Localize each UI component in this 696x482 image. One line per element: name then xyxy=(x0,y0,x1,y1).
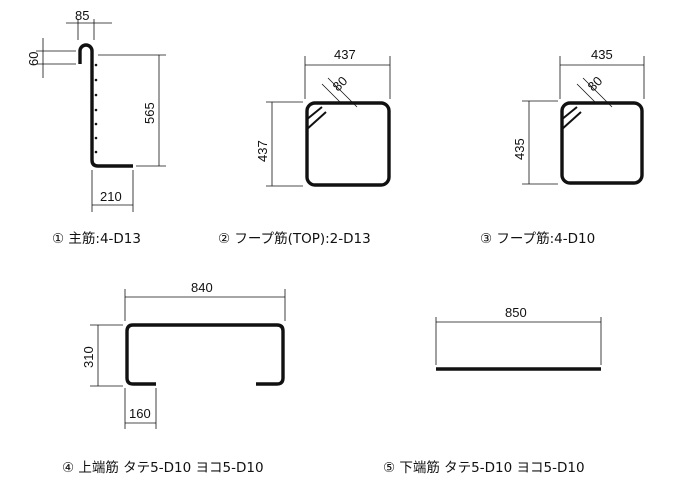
dim-bottom-bar-length: 850 xyxy=(505,305,527,320)
tie-marks xyxy=(94,63,98,154)
dim-foot: 210 xyxy=(100,189,122,204)
dim-hoop-hook: 80 xyxy=(585,73,606,94)
caption-2: ② フープ筋(TOP):2-D13 xyxy=(218,230,371,247)
dim-top-bar-width: 840 xyxy=(191,280,213,295)
hoop-figure: 435 435 80 xyxy=(512,47,645,185)
hoop-top-shape xyxy=(305,101,391,187)
dim-height: 565 xyxy=(142,102,157,124)
hoop-shape xyxy=(560,101,644,185)
main-bar-figure: 85 60 565 210 xyxy=(26,8,166,212)
dim-hoop-top-height: 437 xyxy=(255,140,270,162)
caption-3: ③ フープ筋:4-D10 xyxy=(480,230,595,247)
dim-hook-height: 60 xyxy=(26,52,41,66)
caption-5: ⑤ 下端筋 タテ5-D10 ヨコ5-D10 xyxy=(383,459,585,476)
dim-hoop-width: 435 xyxy=(591,47,613,62)
dim-top-bar-height: 310 xyxy=(81,346,96,368)
caption-1: ① 主筋:4-D13 xyxy=(52,230,141,247)
bottom-bar-figure: 850 xyxy=(435,305,602,371)
dim-hoop-top-hook: 80 xyxy=(330,73,351,94)
main-bar-shape xyxy=(78,43,133,168)
hoop-top-figure: 437 437 80 xyxy=(255,47,391,187)
top-bar-shape xyxy=(125,323,285,386)
dim-hoop-top-width: 437 xyxy=(334,47,356,62)
dim-hoop-height: 435 xyxy=(512,138,527,160)
top-bar-figure: 840 310 160 xyxy=(81,280,286,429)
dim-hook-width: 85 xyxy=(75,8,89,23)
dim-top-bar-return: 160 xyxy=(129,406,151,421)
caption-4: ④ 上端筋 タテ5-D10 ヨコ5-D10 xyxy=(62,459,264,476)
